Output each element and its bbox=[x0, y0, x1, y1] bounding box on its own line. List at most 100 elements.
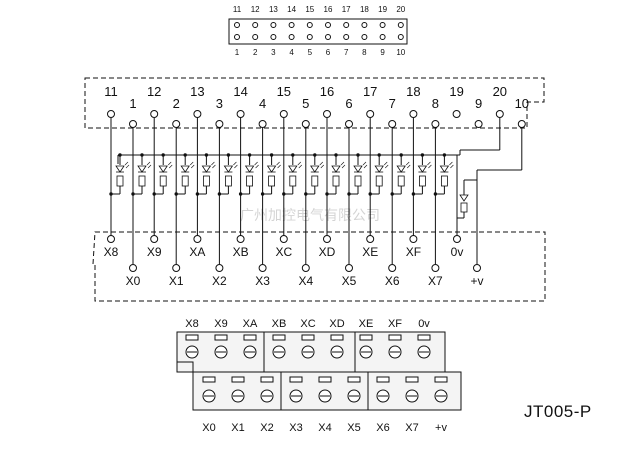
junction-dot bbox=[420, 153, 425, 157]
terminal-lower-label: X2 bbox=[212, 274, 227, 288]
led-icon bbox=[223, 165, 234, 173]
connector-bottom-pin-label: 2 bbox=[173, 96, 180, 111]
terminal-slot bbox=[359, 334, 373, 341]
terminal-block-upper-label: XB bbox=[272, 318, 287, 330]
led-ray bbox=[212, 164, 216, 169]
terminal-slot bbox=[289, 376, 303, 383]
power-led-icon bbox=[459, 194, 469, 202]
terminal-upper-label: XF bbox=[406, 245, 421, 259]
junction-dot bbox=[152, 192, 156, 196]
header-pin-top bbox=[361, 22, 368, 28]
connector-bottom-pin-label: 9 bbox=[475, 96, 482, 111]
led-ray bbox=[125, 164, 130, 169]
connector-top-pin-label: 17 bbox=[363, 84, 377, 99]
terminal-lower-label: +v bbox=[470, 274, 483, 288]
terminal-slot bbox=[347, 376, 361, 383]
resistor-icon bbox=[224, 175, 232, 187]
junction-dot bbox=[390, 192, 394, 196]
connector-bottom-pin-label: 1 bbox=[129, 96, 136, 111]
connector-top-pin-label: 15 bbox=[277, 84, 291, 99]
header-pin-bottom bbox=[270, 34, 277, 40]
terminal-lower-pin bbox=[431, 264, 440, 272]
terminal-lower-pin bbox=[345, 264, 353, 272]
resistor-icon bbox=[138, 175, 146, 187]
header-bottom-label: 8 bbox=[362, 48, 367, 57]
header-top-label: 16 bbox=[324, 5, 333, 14]
junction-dot bbox=[433, 192, 438, 196]
junction-dot bbox=[356, 153, 360, 157]
terminal-upper-pin bbox=[193, 235, 202, 243]
resistor-icon bbox=[354, 175, 362, 187]
led-ray bbox=[167, 161, 172, 166]
terminal-block-upper-label: XA bbox=[243, 318, 258, 330]
terminal-block-upper-label: X9 bbox=[214, 318, 227, 330]
terminal-slot bbox=[417, 334, 431, 341]
junction-dot bbox=[442, 153, 447, 157]
junction-dot bbox=[238, 192, 243, 196]
terminal-lower-pin bbox=[172, 264, 181, 272]
resistor-icon bbox=[116, 175, 124, 187]
header-pin-bottom bbox=[234, 34, 240, 40]
junction-dot bbox=[195, 192, 200, 196]
terminal-lower-label: X4 bbox=[298, 274, 313, 288]
led-ray bbox=[449, 161, 453, 166]
junction-dot bbox=[217, 192, 222, 196]
led-ray bbox=[383, 161, 388, 166]
connector-bottom-pin bbox=[129, 120, 137, 128]
terminal-upper-label: XE bbox=[362, 245, 378, 259]
terminal-slot bbox=[301, 334, 315, 341]
header-top-label: 15 bbox=[305, 5, 314, 14]
terminal-block-lower-label: X7 bbox=[405, 422, 418, 434]
junction-dot bbox=[334, 153, 338, 157]
header-top-label: 12 bbox=[251, 5, 260, 14]
connector-top-pin-label: 18 bbox=[406, 84, 420, 99]
led-ray bbox=[428, 164, 432, 169]
resistor-icon bbox=[202, 175, 210, 187]
terminal-slot bbox=[272, 334, 286, 341]
terminal-upper-pin bbox=[409, 235, 418, 243]
terminal-upper-label: X8 bbox=[104, 245, 119, 259]
header-pin-bottom bbox=[288, 34, 295, 40]
terminal-block-upper-label: XF bbox=[388, 318, 402, 330]
connector-top-pin bbox=[495, 110, 504, 118]
terminal-slot bbox=[330, 334, 344, 341]
connector-top-pin bbox=[279, 110, 288, 118]
header-pin-top bbox=[252, 22, 259, 28]
junction-dot bbox=[377, 153, 381, 157]
header-bottom-label: 1 bbox=[235, 48, 240, 57]
junction-dot bbox=[325, 192, 329, 196]
junction-dot bbox=[304, 192, 308, 196]
terminal-slot bbox=[434, 376, 448, 383]
junction-dot bbox=[226, 153, 231, 157]
header-pin-top bbox=[325, 22, 331, 28]
junction-dot bbox=[347, 192, 351, 196]
connector-top-pin-label: 20 bbox=[493, 84, 507, 99]
connector-top-pin-label: 14 bbox=[233, 84, 247, 99]
header-top-label: 19 bbox=[378, 5, 387, 14]
led-ray bbox=[362, 161, 367, 166]
header-connector-body bbox=[228, 18, 408, 45]
led-icon bbox=[137, 165, 147, 173]
terminal-upper-label: XA bbox=[189, 245, 205, 259]
header-top-label: 20 bbox=[396, 5, 405, 14]
connector-bottom-pin bbox=[388, 120, 397, 128]
terminal-block-lower-label: X4 bbox=[318, 422, 331, 434]
header-pin-bottom bbox=[306, 34, 313, 40]
led-ray bbox=[363, 164, 368, 169]
terminal-upper-label: X9 bbox=[147, 245, 162, 259]
led-ray bbox=[319, 161, 324, 166]
led-ray bbox=[168, 164, 173, 169]
resistor-icon bbox=[268, 175, 276, 187]
header-top-label: 11 bbox=[233, 5, 242, 14]
terminal-lower-pin bbox=[473, 264, 481, 272]
led-ray bbox=[124, 161, 129, 166]
junction-dot bbox=[269, 153, 274, 157]
connector-bottom-pin bbox=[431, 120, 440, 128]
connector-bottom-pin bbox=[345, 120, 353, 128]
led-ray bbox=[276, 161, 280, 166]
connector-top-pin-label: 12 bbox=[147, 84, 161, 99]
terminal-lower-label: X0 bbox=[126, 274, 141, 288]
led-ray bbox=[147, 164, 152, 169]
header-pin-top bbox=[288, 22, 295, 28]
junction-dot bbox=[291, 153, 295, 157]
